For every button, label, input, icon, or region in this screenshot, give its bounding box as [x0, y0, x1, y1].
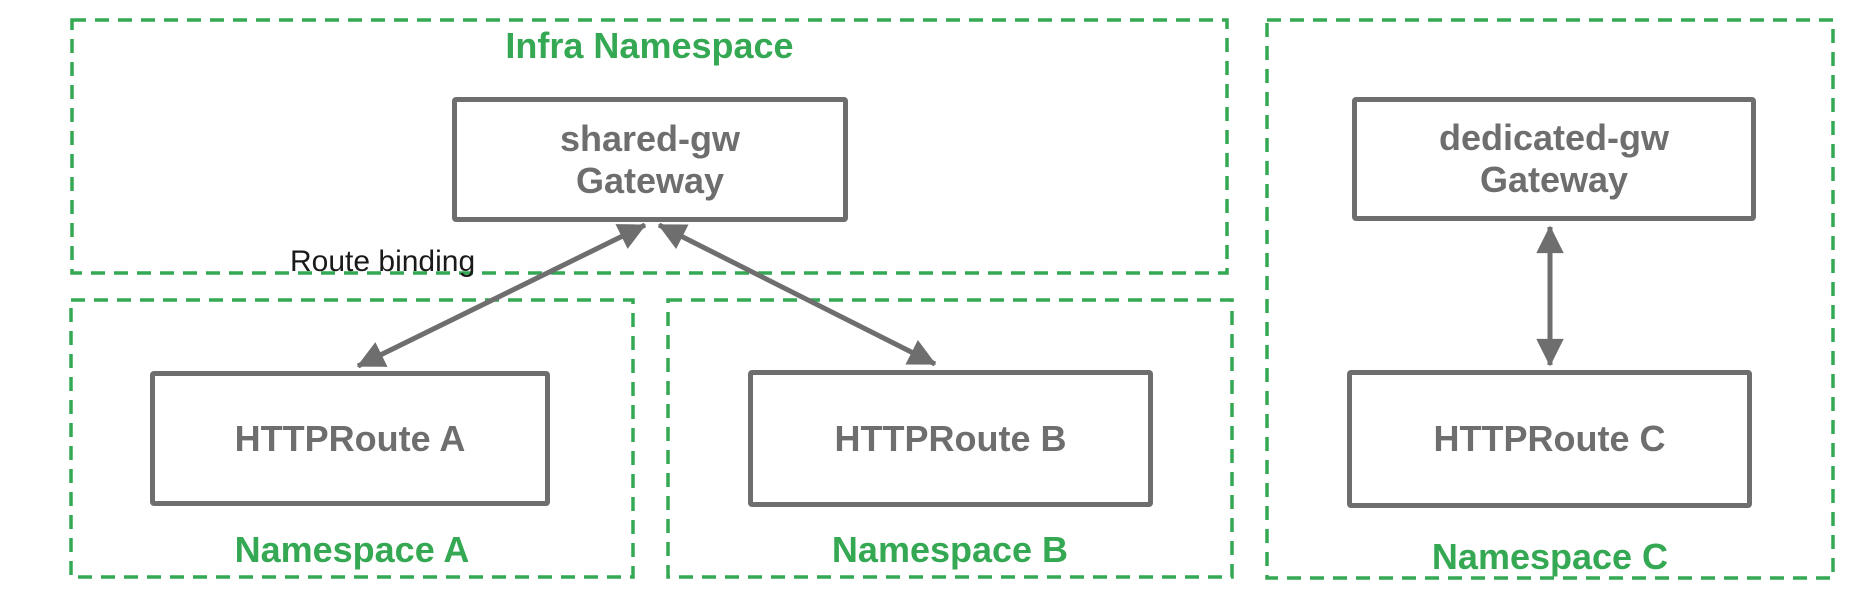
httproute-b-node: HTTPRoute B — [748, 370, 1153, 507]
edge-route-b-to-shared-gw — [657, 222, 937, 367]
namespace-a-label: Namespace A — [234, 529, 470, 570]
namespace-b-label: Namespace B — [831, 529, 1069, 570]
httproute-a-node: HTTPRoute A — [150, 371, 550, 506]
httproute-c-label: HTTPRoute C — [1433, 418, 1666, 459]
infra-namespace-label: Infra Namespace — [505, 25, 794, 66]
namespace-a-boundary — [69, 298, 635, 579]
shared-gateway-kind: Gateway — [575, 159, 725, 201]
dedicated-gateway-kind: Gateway — [1479, 159, 1629, 200]
httproute-c-node: HTTPRoute C — [1347, 370, 1752, 508]
dedicated-gateway-node: dedicated-gw Gateway — [1352, 97, 1756, 221]
namespace-b-boundary — [666, 298, 1234, 579]
infra-namespace-boundary — [70, 18, 1229, 275]
shared-gateway-name: shared-gw — [559, 117, 741, 159]
edge-route-a-to-shared-gw — [356, 222, 647, 369]
shared-gateway-node: shared-gw Gateway — [452, 97, 848, 222]
route-binding-annotation: Route binding — [290, 245, 476, 278]
httproute-b-label: HTTPRoute B — [834, 417, 1067, 459]
httproute-a-label: HTTPRoute A — [234, 417, 466, 459]
namespace-c-boundary — [1265, 18, 1835, 580]
namespace-c-label: Namespace C — [1431, 536, 1669, 577]
dedicated-gateway-name: dedicated-gw — [1438, 117, 1670, 158]
